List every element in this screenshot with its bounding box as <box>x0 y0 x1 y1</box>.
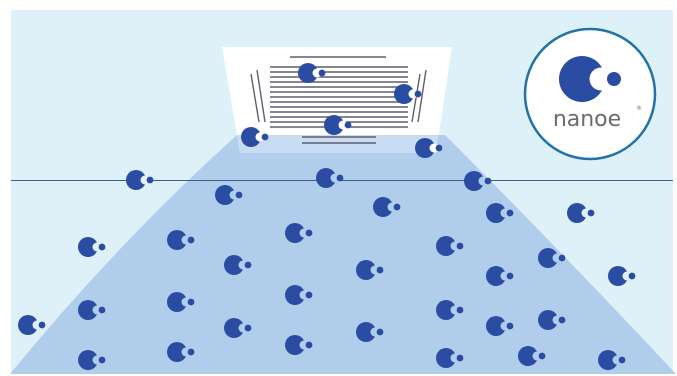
nanoe-logo: nanoe ® <box>525 29 655 159</box>
logo-trademark: ® <box>636 105 642 112</box>
logo-wordmark: nanoe <box>553 107 621 132</box>
